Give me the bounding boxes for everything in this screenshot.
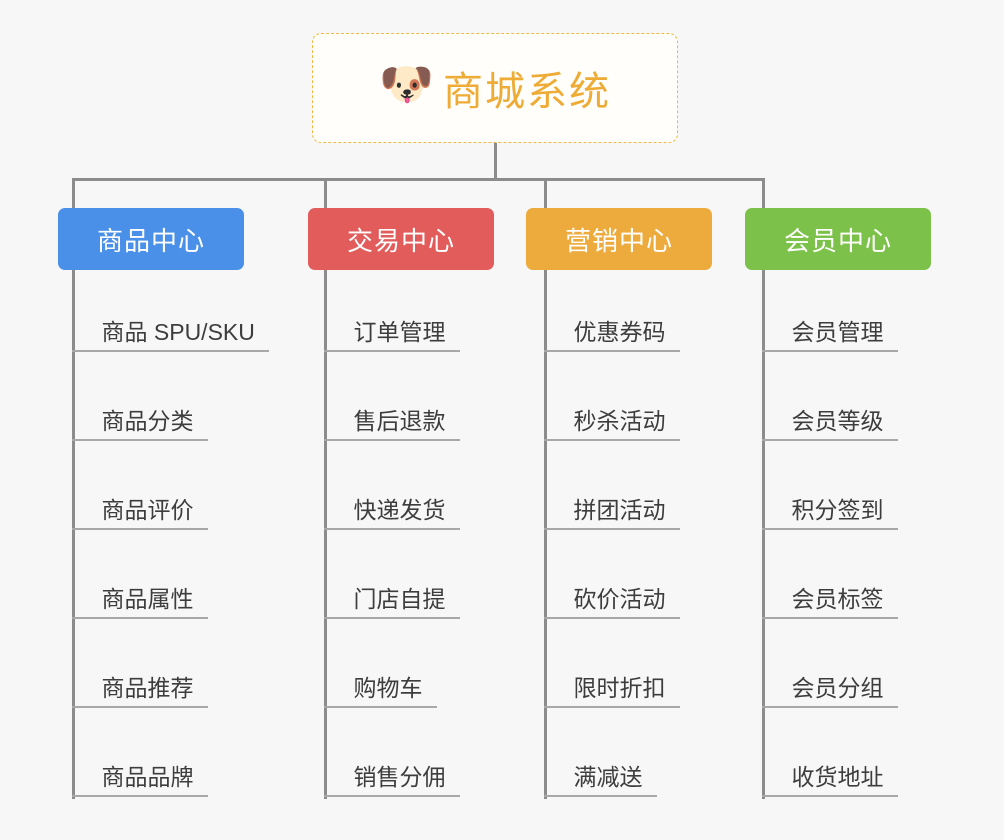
leaf-item-label: 门店自提 xyxy=(353,586,446,612)
header-drop-3 xyxy=(543,178,547,208)
category-header-label: 交易中心 xyxy=(346,225,455,256)
leaf-item-label: 限时折扣 xyxy=(573,675,666,701)
leaf-item-underline xyxy=(761,528,898,530)
leaf-item-underline xyxy=(323,617,460,619)
leaf-item-underline xyxy=(543,706,680,708)
category-header-4[interactable]: 会员中心 xyxy=(745,208,931,270)
leaf-item-underline xyxy=(543,350,680,352)
leaf-item-label: 商品 SPU/SKU xyxy=(101,319,255,345)
leaf-item-label: 商品品牌 xyxy=(101,764,194,790)
leaf-item-underline xyxy=(71,795,208,797)
category-trunk-4 xyxy=(761,270,765,799)
leaf-item-underline xyxy=(323,350,460,352)
header-drop-2 xyxy=(323,178,327,208)
leaf-item-underline xyxy=(761,795,898,797)
leaf-item-underline xyxy=(543,795,657,797)
leaf-item-label: 收货地址 xyxy=(791,764,884,790)
leaf-item-underline xyxy=(543,528,680,530)
leaf-item-underline xyxy=(323,528,460,530)
leaf-item-label: 商品分类 xyxy=(101,408,194,434)
leaf-item-label: 商品推荐 xyxy=(101,675,194,701)
leaf-item-label: 订单管理 xyxy=(353,319,446,345)
leaf-item-underline xyxy=(761,617,898,619)
root-stem xyxy=(493,143,497,181)
horizontal-bus xyxy=(71,178,765,181)
root-node[interactable]: 🐶 商城系统 xyxy=(312,33,678,143)
leaf-item-underline xyxy=(71,617,208,619)
category-header-2[interactable]: 交易中心 xyxy=(308,208,494,270)
leaf-item-underline xyxy=(543,617,680,619)
leaf-item-underline xyxy=(761,706,898,708)
leaf-item-underline xyxy=(323,439,460,441)
leaf-item-label: 销售分佣 xyxy=(353,764,446,790)
leaf-item-label: 会员标签 xyxy=(791,586,884,612)
root-title: 商城系统 xyxy=(443,70,611,114)
leaf-item-underline xyxy=(761,439,898,441)
leaf-item-label: 秒杀活动 xyxy=(573,408,666,434)
leaf-item-underline xyxy=(761,350,898,352)
category-header-label: 商品中心 xyxy=(96,225,205,256)
header-drop-4 xyxy=(761,178,765,208)
leaf-item-underline xyxy=(71,528,208,530)
leaf-item-underline xyxy=(323,795,460,797)
category-header-1[interactable]: 商品中心 xyxy=(58,208,244,270)
leaf-item-label: 快递发货 xyxy=(353,497,446,523)
category-trunk-2 xyxy=(323,270,327,799)
leaf-item-underline xyxy=(71,706,208,708)
leaf-item-label: 优惠券码 xyxy=(573,319,666,345)
leaf-item-label: 拼团活动 xyxy=(573,497,666,523)
leaf-item-label: 会员管理 xyxy=(791,319,884,345)
category-trunk-3 xyxy=(543,270,547,799)
leaf-item-label: 商品属性 xyxy=(101,586,194,612)
category-trunk-1 xyxy=(71,270,75,799)
leaf-item-label: 商品评价 xyxy=(101,497,194,523)
leaf-item-label: 砍价活动 xyxy=(573,586,666,612)
leaf-item-label: 购物车 xyxy=(353,675,423,701)
leaf-item-label: 会员等级 xyxy=(791,408,884,434)
header-drop-1 xyxy=(71,178,75,208)
leaf-item-label: 会员分组 xyxy=(791,675,884,701)
leaf-item-underline xyxy=(71,350,269,352)
leaf-item-underline xyxy=(71,439,208,441)
leaf-item-underline xyxy=(323,706,437,708)
category-header-label: 营销中心 xyxy=(564,225,673,256)
leaf-item-underline xyxy=(543,439,680,441)
category-header-label: 会员中心 xyxy=(783,225,892,256)
category-header-3[interactable]: 营销中心 xyxy=(526,208,712,270)
leaf-item-label: 积分签到 xyxy=(791,497,884,523)
leaf-item-label: 满减送 xyxy=(573,764,643,790)
dog-face-icon: 🐶 xyxy=(379,59,434,110)
leaf-item-label: 售后退款 xyxy=(353,408,446,434)
